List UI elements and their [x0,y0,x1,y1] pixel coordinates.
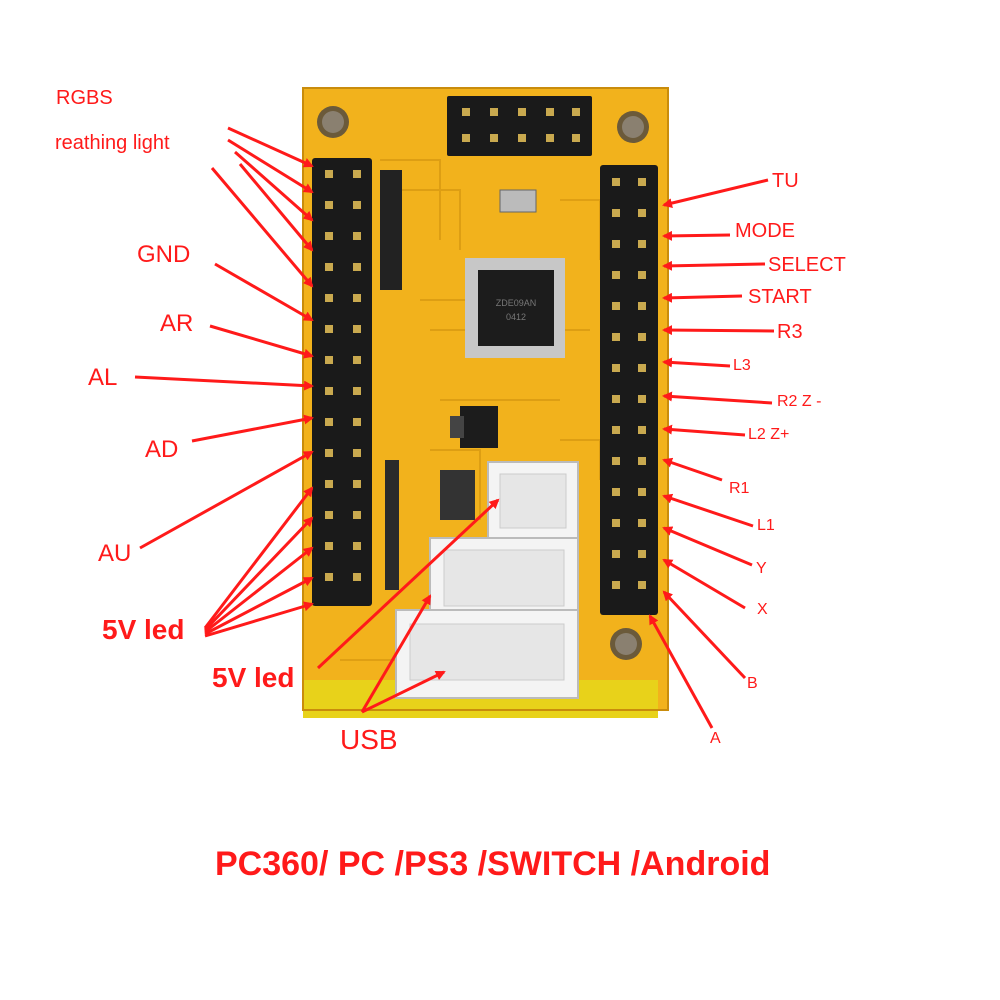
label-usb: USB [340,724,398,755]
header-pin [612,364,620,372]
mounting-hole-top-left [317,106,349,138]
header-pin [638,271,646,279]
label-select: SELECT [768,254,846,276]
header-pin [325,294,333,302]
svg-text:ZDE09AN: ZDE09AN [496,298,537,308]
header-pin [612,302,620,310]
mounting-hole-bottom-right [610,628,642,660]
header-pin [325,232,333,240]
label-y: Y [756,560,767,577]
header-pin [325,387,333,395]
header-pin [353,201,361,209]
label-gnd: GND [137,241,191,268]
header-pin [638,178,646,186]
header-pin [325,201,333,209]
header-pin [353,511,361,519]
header-pin [353,480,361,488]
header-pin [353,232,361,240]
label-r2: R2 Z - [777,393,822,410]
header-pin [325,480,333,488]
usb-connector [395,609,579,699]
label-start: START [748,286,812,308]
header-pin [638,519,646,527]
header-pin [612,395,620,403]
header-pin [353,573,361,581]
header-pin [638,209,646,217]
header-pin [612,209,620,217]
left-pin-header [312,158,372,606]
header-pin [325,542,333,550]
annotation-arrows [134,126,775,729]
label-b: B [747,675,758,692]
label-ad: AD [145,436,179,463]
header-pin [612,271,620,279]
header-pin [353,356,361,364]
header-pin [612,240,620,248]
header-pin [638,550,646,558]
label-breathing-light: reathing light [55,132,170,154]
svg-text:0412: 0412 [506,312,526,322]
crystal [499,189,537,213]
header-pin [325,325,333,333]
label-tu: TU [772,170,799,192]
label-l1: L1 [757,517,775,534]
header-pin [612,519,620,527]
small-connector [487,461,579,543]
label-r3: R3 [777,321,803,343]
header-pin [638,457,646,465]
header-pin [612,488,620,496]
main-chip: ZDE09AN 0412 [465,258,565,358]
voltage-regulator [450,406,498,448]
label-5v-led-left: 5V led [102,614,185,645]
header-pin [353,418,361,426]
label-x: X [757,601,768,618]
header-pin [612,550,620,558]
label-ar: AR [160,310,194,337]
label-r1: R1 [729,480,750,497]
header-pin [612,333,620,341]
header-pin [612,426,620,434]
header-pin [353,325,361,333]
header-pin [612,581,620,589]
header-pin [353,263,361,271]
label-5v-led-center: 5V led [212,662,295,693]
header-pin [325,356,333,364]
header-pin [638,426,646,434]
header-pin [638,333,646,341]
header-pin [638,302,646,310]
compatibility-footer: PC360/ PC /PS3 /SWITCH /Android [215,845,771,883]
mounting-hole-top-right [617,111,649,143]
top-pin-header [447,96,592,156]
label-a: A [710,730,721,747]
header-pin [638,395,646,403]
header-pin [353,542,361,550]
label-mode: MODE [735,220,795,242]
label-au: AU [98,540,132,567]
label-l3: L3 [733,357,751,374]
right-pin-header [600,165,658,615]
header-pin [638,581,646,589]
header-pin [638,240,646,248]
label-al: AL [88,364,118,391]
header-pin [325,573,333,581]
label-rgbs: RGBS [56,87,113,109]
header-pin [325,418,333,426]
header-pin [353,170,361,178]
header-pin [325,511,333,519]
header-pin [638,488,646,496]
label-l2: L2 Z+ [748,426,790,443]
header-pin [325,263,333,271]
header-pin [353,449,361,457]
header-pin [638,364,646,372]
header-pin [353,387,361,395]
header-pin [612,457,620,465]
header-pin [612,178,620,186]
left-component-column [380,170,475,590]
header-pin [325,170,333,178]
header-pin [353,294,361,302]
header-pin [325,449,333,457]
